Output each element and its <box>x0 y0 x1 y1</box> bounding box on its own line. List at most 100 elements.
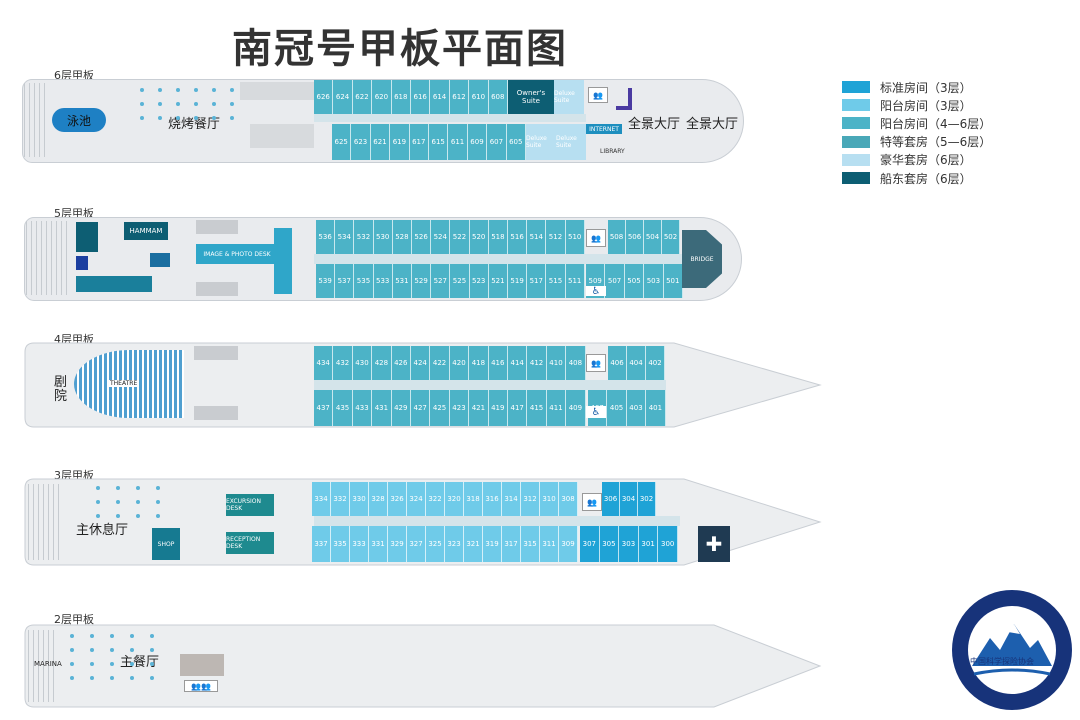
cabin-311: 311 <box>540 526 559 562</box>
medical-cross-icon: ✚ <box>698 526 730 562</box>
cabin-517: 517 <box>527 264 547 298</box>
cabin-330: 330 <box>350 482 369 516</box>
cabin-616: 616 <box>411 80 431 114</box>
table-dot <box>70 662 74 666</box>
table-dot <box>116 500 120 504</box>
restroom-icon: 👥👥 <box>184 680 218 692</box>
deluxe-suite-top: Deluxe Suite <box>554 80 584 114</box>
cabin-410: 410 <box>546 346 567 380</box>
deck2-stair-block <box>180 654 224 676</box>
table-dot <box>230 88 234 92</box>
deck4-corridor <box>314 380 666 390</box>
panorama-lounge-label-2: 全景大厅 <box>686 117 739 132</box>
table-dot <box>116 486 120 490</box>
panorama-lounge-label-1: 全景大厅 <box>628 117 681 132</box>
table-dot <box>158 116 162 120</box>
cabin-605: 605 <box>506 124 526 160</box>
cabin-433: 433 <box>352 390 373 426</box>
cabin-419: 419 <box>488 390 508 426</box>
cabin-430: 430 <box>352 346 373 380</box>
cabin-618: 618 <box>391 80 411 114</box>
excursion-desk: EXCURSION DESK <box>226 494 274 516</box>
cabin-329: 329 <box>388 526 407 562</box>
cabin-428: 428 <box>372 346 392 380</box>
cabin-333: 333 <box>350 526 369 562</box>
table-dot <box>110 676 114 680</box>
table-dot <box>194 88 198 92</box>
table-dot <box>70 648 74 652</box>
legend-swatch <box>842 135 870 148</box>
table-dot <box>96 500 100 504</box>
legend-label: 阳台房间（3层） <box>880 98 972 113</box>
table-dot <box>150 662 154 666</box>
cabin-315: 315 <box>521 526 540 562</box>
table-dot <box>158 102 162 106</box>
restroom-icon: 👥 <box>588 87 608 103</box>
table-dot <box>116 514 120 518</box>
cabin-530: 530 <box>373 220 393 254</box>
sauna-room <box>150 253 170 267</box>
cabin-334: 334 <box>312 482 331 516</box>
shop: SHOP <box>152 528 180 560</box>
cabin-406: 406 <box>608 346 627 380</box>
cabin-307: 307 <box>580 526 600 562</box>
table-dot <box>136 514 140 518</box>
cabin-302: 302 <box>638 482 656 516</box>
restroom-icon: 👥 <box>586 229 606 247</box>
table-dot <box>90 662 94 666</box>
cabin-323: 323 <box>445 526 464 562</box>
legend-swatch <box>842 153 870 166</box>
library-label: LIBRARY <box>600 148 625 155</box>
cabin-623: 623 <box>351 124 371 160</box>
cabin-306: 306 <box>602 482 620 516</box>
cabin-437: 437 <box>314 390 334 426</box>
cabin-403: 403 <box>626 390 647 426</box>
cabin-425: 425 <box>430 390 450 426</box>
legend-label: 豪华套房（6层） <box>880 153 972 168</box>
cabin-308: 308 <box>559 482 578 516</box>
deck5-stair-bottom <box>196 282 238 296</box>
fitness-room <box>76 222 98 252</box>
cabin-314: 314 <box>502 482 521 516</box>
cabin-304: 304 <box>620 482 638 516</box>
table-dot <box>90 648 94 652</box>
cabin-415: 415 <box>527 390 547 426</box>
deck4-stair-bottom <box>194 406 238 420</box>
cabin-322: 322 <box>426 482 445 516</box>
table-dot <box>156 514 160 518</box>
cabin-524: 524 <box>431 220 451 254</box>
cabin-504: 504 <box>644 220 662 254</box>
table-dot <box>150 676 154 680</box>
cabin-324: 324 <box>407 482 426 516</box>
cabin-426: 426 <box>391 346 411 380</box>
cabin-411: 411 <box>546 390 567 426</box>
table-dot <box>90 676 94 680</box>
cabin-521: 521 <box>488 264 508 298</box>
cabin-501: 501 <box>663 264 683 298</box>
stairs-icon <box>616 88 632 110</box>
legend-item: 特等套房（5—6层） <box>842 135 991 149</box>
cabin-539: 539 <box>316 264 336 298</box>
cabin-529: 529 <box>412 264 432 298</box>
cabin-401: 401 <box>646 390 666 426</box>
cabin-507: 507 <box>605 264 625 298</box>
cabin-422: 422 <box>430 346 450 380</box>
cabin-624: 624 <box>333 80 353 114</box>
table-dot <box>136 500 140 504</box>
cabin-511: 511 <box>565 264 585 298</box>
bbq-restaurant-label: 烧烤餐厅 <box>168 117 221 132</box>
cabin-523: 523 <box>469 264 489 298</box>
wheelchair-icon: ♿ <box>586 406 606 418</box>
deck2-stern-deck <box>28 630 58 702</box>
cabin-503: 503 <box>644 264 664 298</box>
cabin-305: 305 <box>599 526 620 562</box>
pool: 泳池 <box>52 108 106 132</box>
cabin-534: 534 <box>335 220 355 254</box>
legend-item: 阳台房间（3层） <box>842 98 972 113</box>
table-dot <box>140 116 144 120</box>
table-dot <box>110 634 114 638</box>
cabin-526: 526 <box>412 220 432 254</box>
cabin-617: 617 <box>409 124 429 160</box>
marina-label: MARINA <box>34 660 62 668</box>
cabin-532: 532 <box>354 220 374 254</box>
